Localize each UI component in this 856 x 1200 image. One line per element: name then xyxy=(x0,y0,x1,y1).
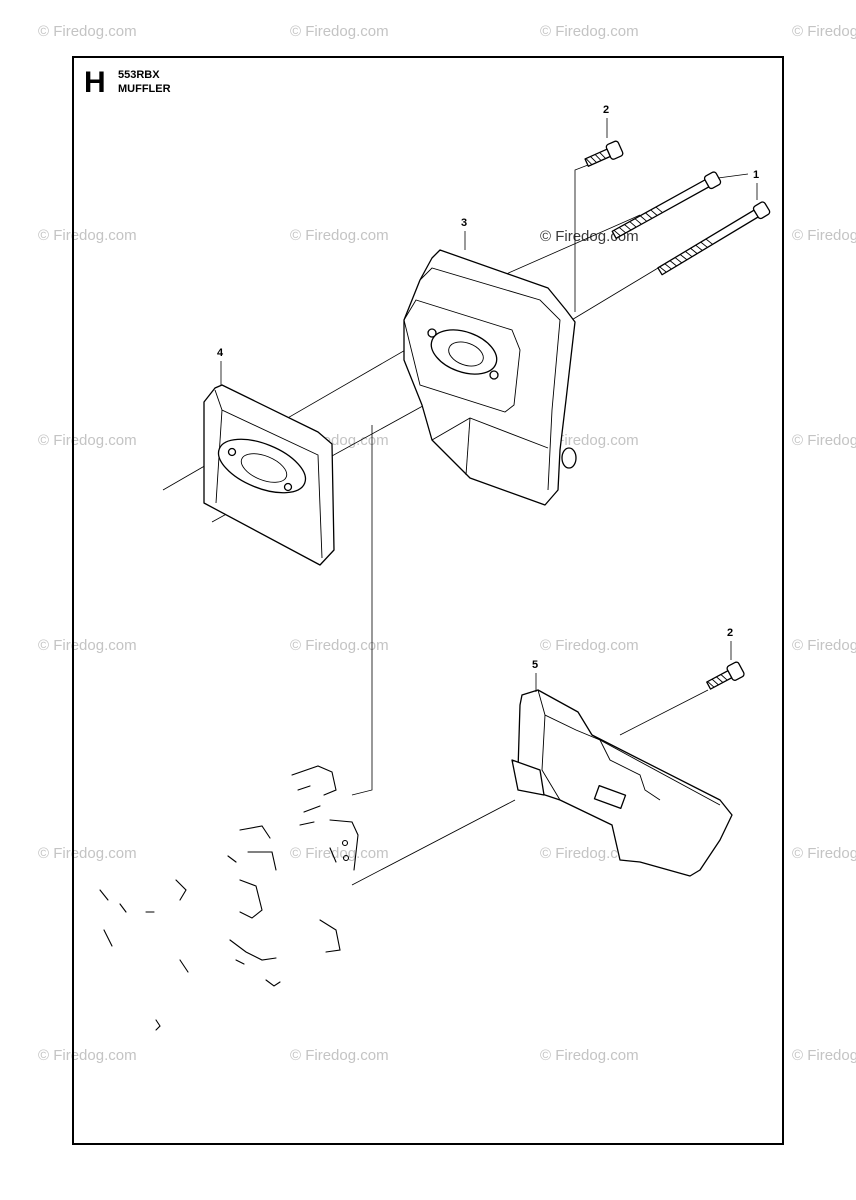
muffler-gasket xyxy=(203,384,335,566)
callout-muffler: 3 xyxy=(461,217,467,229)
engine-fragments xyxy=(99,765,359,1031)
watermark: © Firedog.com xyxy=(38,23,137,40)
watermark: © Firedog.com xyxy=(792,432,856,449)
short-screw-right xyxy=(706,661,745,690)
callout-heat-shield: 5 xyxy=(532,659,538,671)
diagram-frame xyxy=(72,56,784,1145)
watermark: © Firedog.com xyxy=(540,637,639,654)
callouts: 1 2 3 4 5 2 xyxy=(217,104,759,692)
callout-screw-right: 2 xyxy=(727,627,733,639)
watermark: © Firedog.com xyxy=(38,432,137,449)
watermark: © Firedog.com xyxy=(290,23,389,40)
watermark: © Firedog.com xyxy=(792,23,856,40)
watermark: © Firedog.com xyxy=(792,637,856,654)
watermark: © Firedog.com xyxy=(792,845,856,862)
watermark: © Firedog.com xyxy=(290,227,389,244)
watermark: © Firedog.com xyxy=(38,845,137,862)
watermark: © Firedog.com xyxy=(290,845,389,862)
section-header: H 553RBX MUFFLER xyxy=(84,66,171,99)
watermark-grid: © Firedog.com © Firedog.com © Firedog.co… xyxy=(38,23,856,1064)
watermark: © Firedog.com xyxy=(792,227,856,244)
watermark: © Firedog.com xyxy=(290,1047,389,1064)
section-title: MUFFLER xyxy=(118,83,171,95)
watermark: © Firedog.com xyxy=(38,227,137,244)
watermark: © Firedog.com xyxy=(290,637,389,654)
long-bolts xyxy=(611,171,771,276)
section-letter: H xyxy=(84,66,106,99)
model-number: 553RBX xyxy=(118,69,160,81)
watermark: © Firedog.com xyxy=(792,1047,856,1064)
watermark: © Firedog.com xyxy=(540,845,639,862)
watermark: © Firedog.com xyxy=(540,432,639,449)
callout-bolt-long: 1 xyxy=(753,169,759,181)
watermark: © Firedog.com xyxy=(38,637,137,654)
heat-shield xyxy=(511,689,733,877)
watermark: © Firedog.com xyxy=(38,1047,137,1064)
muffler-body xyxy=(403,249,577,506)
short-screw-top xyxy=(584,140,624,167)
callout-gasket: 4 xyxy=(217,347,224,359)
watermark: © Firedog.com xyxy=(540,1047,639,1064)
watermark: © Firedog.com xyxy=(540,23,639,40)
callout-screw-top: 2 xyxy=(603,104,609,116)
